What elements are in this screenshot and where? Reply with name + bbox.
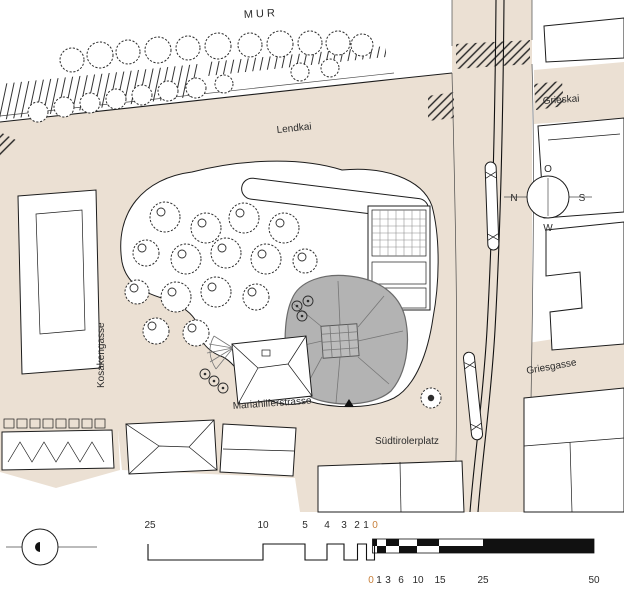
scale-tick-label: 25	[144, 520, 156, 531]
scale-tick-label: 5	[302, 520, 308, 531]
left-building-block	[17, 189, 101, 375]
compass-letter-w: W	[543, 223, 553, 234]
scale-tick-label: 10	[257, 520, 269, 531]
street-label-grieskai: Grieskai	[542, 93, 579, 107]
scale-tick-label: 1	[363, 520, 369, 531]
compass-letter-o: O	[544, 164, 552, 175]
scale-tick-label: 4	[324, 520, 330, 531]
river-label: MUR	[244, 7, 279, 21]
bottom-left-buildings	[1, 418, 115, 471]
tram-tracks	[469, 0, 505, 513]
right-side-buildings	[523, 17, 624, 513]
riverbank-trees	[27, 30, 374, 123]
kunsthaus-skylight	[320, 323, 360, 359]
bottom-centre-buildings	[125, 419, 465, 513]
gabled-house	[231, 335, 313, 405]
scale-tick-label: 3	[341, 520, 347, 531]
street-label-kosakengasse: Kosakengasse	[96, 322, 107, 388]
park-trees	[124, 201, 318, 347]
scale-tick-label: 15	[434, 575, 446, 586]
scale-tick-label: 6	[398, 575, 404, 586]
street-label-lendkai: Lendkai	[276, 121, 312, 136]
scale-bar-stepped: 25 10 5 4 3 2 1 0	[144, 520, 378, 561]
bollard-trees	[199, 295, 314, 394]
scale-tick-label: 10	[412, 575, 424, 586]
plaza-label-suedtirolerplatz: Südtirolerplatz	[375, 436, 439, 447]
tram-vehicle	[484, 161, 500, 251]
plaza-tree	[420, 387, 442, 409]
scale-tick-label: 1	[376, 575, 382, 586]
compass-rose: O N S W	[504, 164, 592, 234]
compass-letter-s: S	[579, 193, 586, 204]
crosswalk-hatching	[428, 40, 564, 121]
compass-letter-n: N	[510, 193, 517, 204]
stairs-fan	[206, 335, 234, 370]
scale-tick-label: 25	[477, 575, 489, 586]
scale-bar-checker: 0 1 3 6 10 15 25 50	[368, 538, 600, 586]
scale-tick-label-zero: 0	[368, 575, 374, 586]
scale-tick-label-zero: 0	[372, 520, 378, 531]
entrance-marker-triangle	[344, 399, 354, 407]
section-marker	[6, 528, 97, 566]
scale-tick-label: 2	[354, 520, 360, 531]
scale-tick-label: 3	[385, 575, 391, 586]
tram-vehicle	[462, 351, 484, 441]
scale-tick-label: 50	[588, 575, 600, 586]
